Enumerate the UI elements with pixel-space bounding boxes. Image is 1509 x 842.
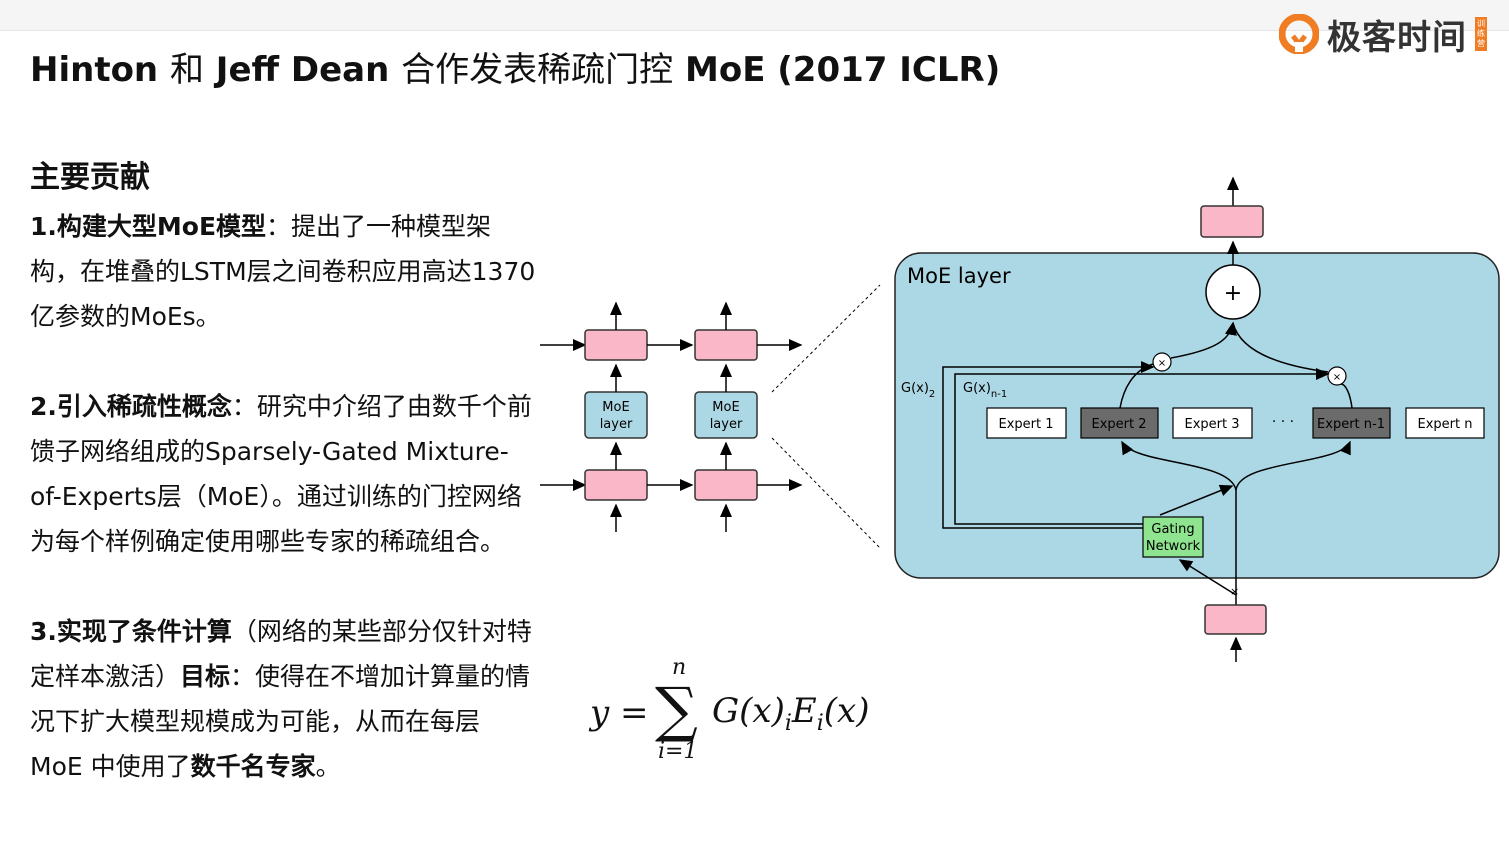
contribution-goal: 目标 [180, 662, 231, 691]
slide-title: Hinton 和 Jeff Dean 合作发表稀疏门控 MoE (2017 IC… [30, 42, 1000, 91]
contribution-1: 1.构建大型MoE模型：提出了一种模型架构，在堆叠的LSTM层之间卷积应用高达1… [30, 204, 540, 339]
geek-logo-icon [1279, 14, 1319, 54]
input-cell [1204, 604, 1267, 635]
formula-rhs: G(x)iEi(x) [712, 691, 870, 736]
lstm-cell [584, 329, 648, 361]
moe-layer-label: MoE [712, 400, 739, 415]
title-part: Jeff Dean [203, 50, 402, 90]
formula-upper: n [672, 655, 687, 680]
formula-eq: = [620, 693, 649, 733]
sum-node [1205, 264, 1261, 320]
contribution-2: 2.引入稀疏性概念：研究中介绍了由数千个前馈子网络组成的Sparsely-Gat… [30, 384, 540, 564]
title-part: 和 [169, 50, 204, 90]
expert-label: Expert 2 [1091, 417, 1146, 432]
gate-weight-label: G(x)2 [901, 381, 935, 400]
formula-y: y [590, 693, 610, 733]
contribution-text: 研究中介绍了由数千个前馈子网络组成的Sparsely-Gated Mixture… [30, 392, 532, 556]
expert-box-active [1080, 407, 1159, 439]
expert-box-active [1312, 407, 1391, 439]
brand-tag: 训练营 [1475, 17, 1487, 51]
expert-box [1405, 407, 1485, 439]
expert-box [1172, 407, 1253, 439]
expert-label: Expert n [1418, 417, 1473, 432]
lstm-cell [694, 329, 758, 361]
ellipsis: · · · [1272, 414, 1294, 430]
gate-weight-label: G(x)n-1 [963, 381, 1007, 400]
output-cell [1200, 205, 1264, 238]
contribution-emphasis: 数千名专家 [190, 752, 316, 781]
contribution-3: 3.实现了条件计算（网络的某些部分仅针对特定样本激活）目标：使得在不增加计算量的… [30, 609, 540, 789]
expert-label: Expert n-1 [1317, 417, 1385, 432]
brand-name: 极客时间 [1327, 17, 1467, 58]
contribution-text: ：使得在不增加计算量的情况下扩大模型规模成为可能，从而在每层 MoE 中使用了 [30, 662, 531, 781]
lstm-cell [584, 469, 648, 501]
title-part: MoE (2017 ICLR) [673, 50, 1001, 90]
contribution-text: 提出了一种模型架构，在堆叠的LSTM层之间卷积应用高达1370亿参数的MoEs。 [30, 212, 536, 331]
contribution-title: 3.实现了条件计算 [30, 617, 232, 646]
lstm-cell [694, 469, 758, 501]
formula-lower: i=1 [658, 739, 698, 764]
contribution-text: 。 [315, 752, 341, 781]
contribution-title: 2.引入稀疏性概念 [30, 392, 232, 421]
separator: ： [266, 212, 292, 241]
expert-label: Expert 1 [998, 417, 1053, 432]
formula-sigma: ∑ [655, 675, 698, 745]
moe-architecture-diagram: MoE layer MoE layer MoE layer + × [540, 176, 1500, 662]
multiply-symbol: × [1158, 358, 1166, 369]
contributions-panel: 主要贡献 1.构建大型MoE模型：提出了一种模型架构，在堆叠的LSTM层之间卷积… [30, 152, 540, 834]
moe-layer-title: MoE layer [907, 264, 1011, 288]
separator: ： [231, 392, 257, 421]
moe-layer-label: MoE [602, 400, 629, 415]
moe-layer-label: layer [600, 417, 633, 432]
brand-logo: 极客时间 训练营 [1279, 10, 1487, 58]
title-part: Hinton [30, 50, 170, 90]
contribution-title: 1.构建大型MoE模型 [30, 212, 267, 241]
gating-network-box [1142, 516, 1204, 558]
gating-label: Gating [1151, 522, 1194, 537]
gating-label: Network [1146, 539, 1201, 554]
sum-symbol: + [1224, 281, 1242, 306]
multiply-symbol: × [1333, 372, 1341, 383]
multiply-symbol: × [1230, 585, 1239, 598]
section-heading: 主要贡献 [30, 160, 150, 195]
expert-box [986, 407, 1067, 439]
title-part: 合作发表稀疏门控 [401, 50, 674, 90]
moe-layer-label: layer [710, 417, 743, 432]
expert-label: Expert 3 [1184, 417, 1239, 432]
contribution-text: （网络的某些部分仅针对特定样本激活） [30, 617, 532, 691]
